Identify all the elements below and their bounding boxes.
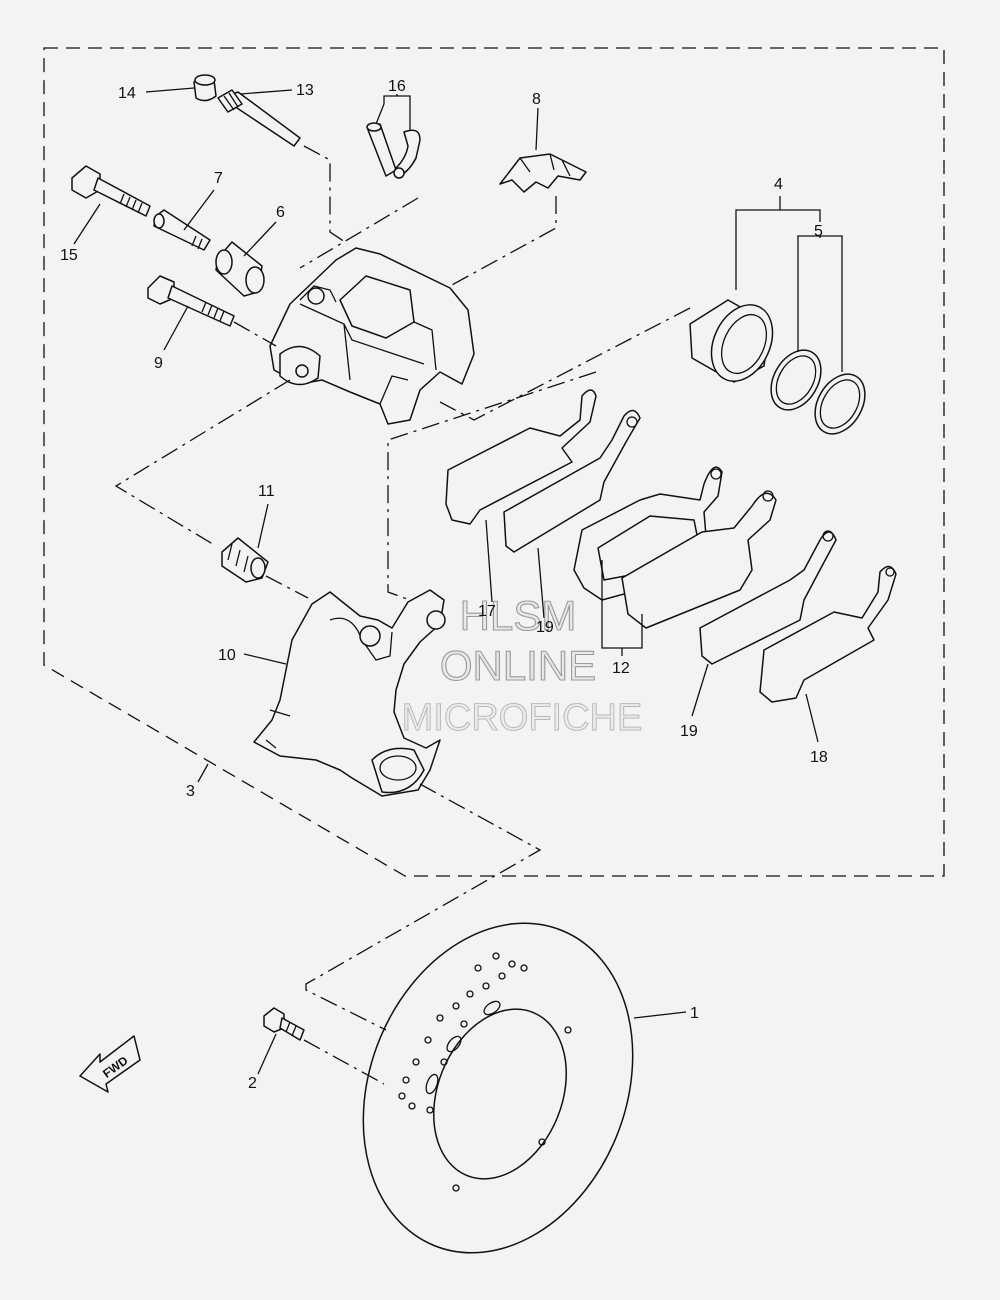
caliper-body <box>269 247 475 425</box>
callout-9: 9 <box>154 355 163 372</box>
pad-plate-part <box>573 466 777 629</box>
callout-8: 8 <box>532 91 541 108</box>
callout-2: 2 <box>248 1075 257 1092</box>
watermark-line2: ONLINE <box>440 642 596 689</box>
boot-part <box>215 241 265 297</box>
callout-19-upper: 19 <box>536 619 554 636</box>
callout-14: 14 <box>118 85 136 102</box>
brake-pad-upper-part <box>503 409 641 553</box>
callout-17: 17 <box>478 603 496 620</box>
bleed-cap-part <box>193 74 217 102</box>
callout-12: 12 <box>612 660 630 677</box>
watermark-line1: HLSM <box>460 592 577 639</box>
leader-lines <box>73 87 843 1085</box>
callout-6: 6 <box>276 204 285 221</box>
forward-direction-arrow: FWD <box>79 1035 141 1093</box>
callout-3: 3 <box>186 783 195 800</box>
callout-19-lower: 19 <box>680 723 698 740</box>
callout-18: 18 <box>810 749 828 766</box>
callout-4: 4 <box>774 176 783 193</box>
callout-5: 5 <box>814 223 823 240</box>
caliper-bolt-long-part <box>71 165 151 217</box>
caliper-bracket-part <box>253 589 446 797</box>
callout-7: 7 <box>214 170 223 187</box>
disc-holes <box>398 952 572 1192</box>
pad-spring-part <box>499 153 587 193</box>
caliper-bolt-short-part <box>147 275 235 327</box>
bushing-part <box>221 537 269 583</box>
sleeve-pin-part <box>153 209 211 251</box>
disc-bolt-part <box>263 1007 305 1041</box>
callout-15: 15 <box>60 247 78 264</box>
callout-16: 16 <box>388 78 406 95</box>
brake-disc-part <box>362 922 634 1254</box>
caliper-assembly-boundary <box>43 47 945 877</box>
piston-part <box>689 299 774 383</box>
callout-11: 11 <box>258 483 275 500</box>
callout-10: 10 <box>218 647 236 664</box>
watermark-line3: MICROFICHE <box>402 697 643 739</box>
callout-labels: 14 13 16 8 7 4 6 5 15 9 11 17 19 10 12 1… <box>60 78 828 1092</box>
pad-shim-lower-part <box>759 565 897 703</box>
piston-seals-part <box>770 349 866 435</box>
callout-13: 13 <box>296 82 314 99</box>
watermark: HLSM ONLINE MICROFICHE <box>401 591 643 739</box>
pad-shim-upper-part <box>445 389 597 525</box>
callout-1: 1 <box>690 1005 699 1022</box>
bleed-screw-part <box>366 122 421 179</box>
brake-pad-lower-part <box>699 530 837 665</box>
caliper-pin-part <box>217 89 301 147</box>
